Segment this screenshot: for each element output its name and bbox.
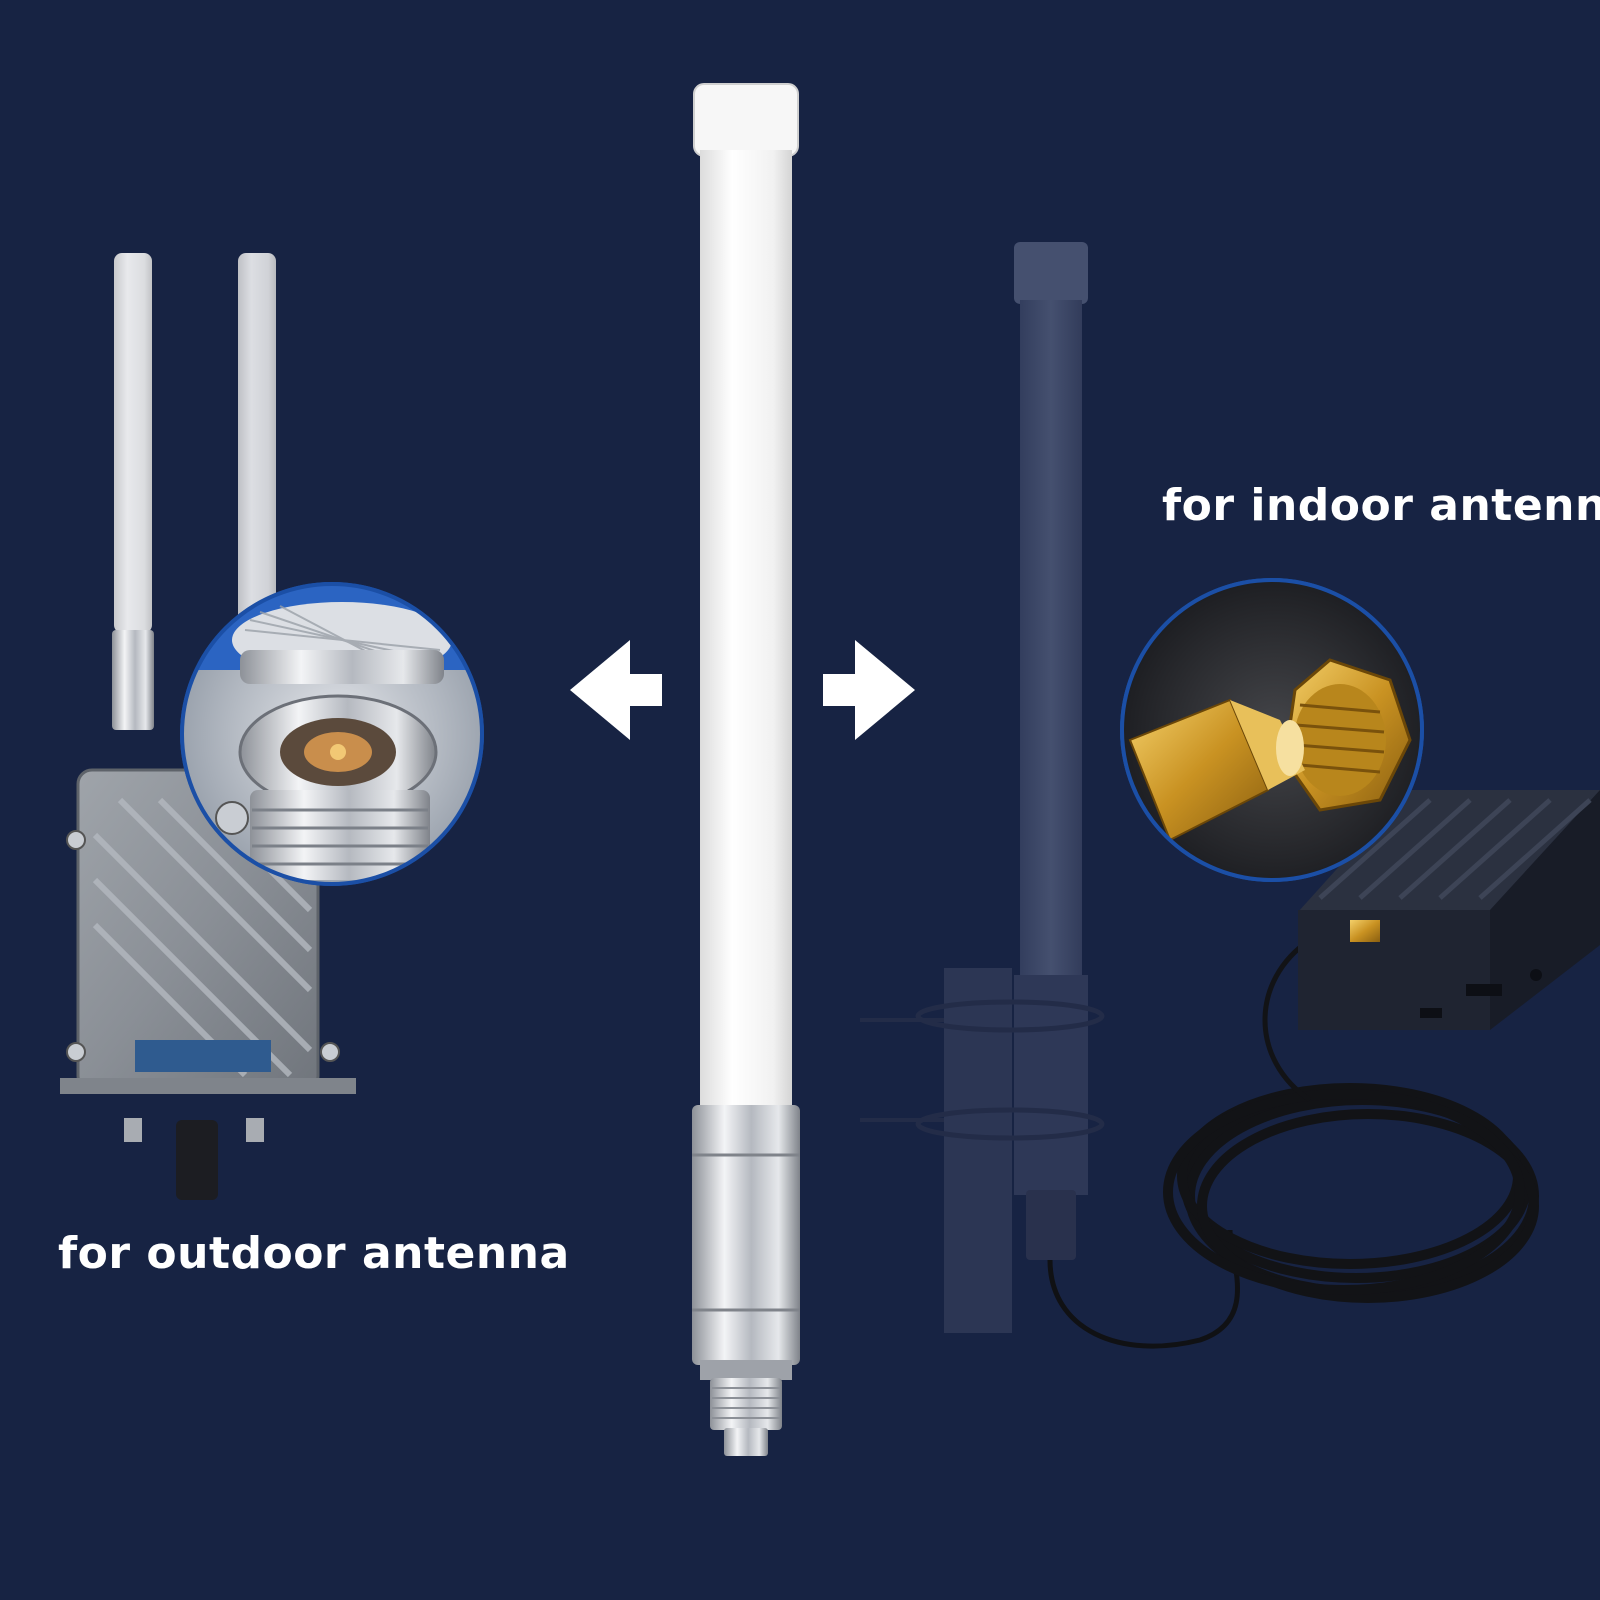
arrow-left-icon: [570, 640, 662, 740]
arrow-right-icon: [823, 640, 915, 740]
sma-jack: [1350, 920, 1380, 942]
coax-cable-coil: [1163, 1083, 1539, 1303]
antenna-metal-base: [692, 1105, 800, 1365]
router-antenna-right: [238, 253, 276, 633]
outdoor-antenna-caption: for outdoor antenna: [58, 1228, 570, 1279]
antenna-top-cap: [693, 83, 799, 157]
antenna-n-male-connector: [710, 1378, 782, 1430]
mast-pole: [944, 968, 1012, 1333]
router-antenna-left: [114, 253, 152, 633]
router-label-panel: [135, 1040, 271, 1072]
indoor-antenna-caption: for indoor antenna: [1162, 480, 1600, 531]
sma-connector-closeup: [1120, 578, 1424, 882]
antenna-radome: [700, 150, 792, 1110]
mast-mounted-antenna: [860, 242, 1240, 1349]
n-type-connector-closeup: [180, 582, 484, 886]
main-fiberglass-antenna: [692, 83, 800, 1456]
